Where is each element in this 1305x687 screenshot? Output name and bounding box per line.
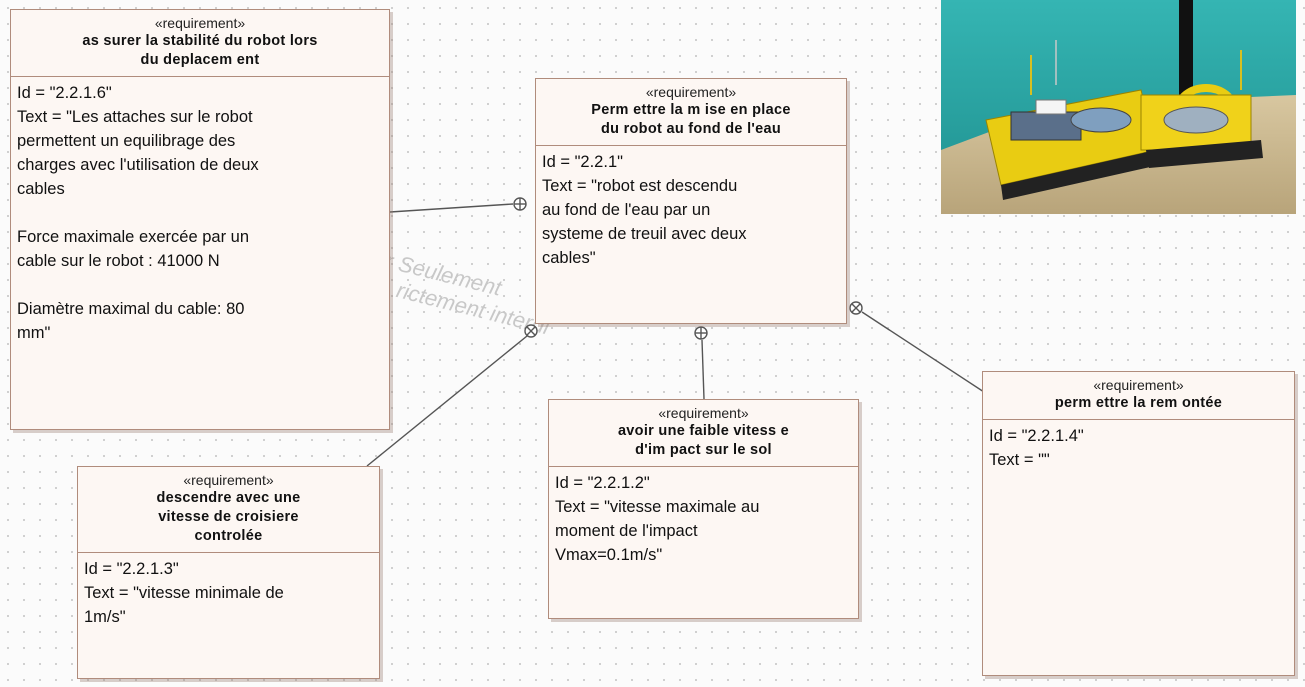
- requirement-body: Id = "2.2.1.3" Text = "vitesse minimale …: [78, 553, 379, 633]
- requirement-name: controlée: [194, 528, 263, 544]
- requirement-name: as surer la stabilité du robot lors: [82, 33, 318, 49]
- requirement-id: Id = "2.2.1.3": [84, 560, 179, 578]
- requirement-header: «requirement» avoir une faible vitess e …: [549, 400, 858, 467]
- requirement-text: permettent un equilibrage des: [17, 132, 236, 150]
- link-faible-vitesse: [701, 339, 705, 400]
- requirement-id: Id = "2.2.1.4": [989, 427, 1084, 445]
- requirement-name: du robot au fond de l'eau: [600, 121, 782, 137]
- requirement-name: descendre avec une: [156, 490, 301, 506]
- requirement-text: cables": [542, 249, 596, 267]
- requirement-header: «requirement» perm ettre la rem ontée: [983, 372, 1294, 420]
- requirement-text: Text = "vitesse maximale au: [555, 498, 760, 516]
- requirement-header: «requirement» Perm ettre la m ise en pla…: [536, 79, 846, 146]
- requirement-text: Vmax=0.1m/s": [555, 546, 663, 564]
- requirement-text: cables: [17, 180, 65, 198]
- requirement-body: Id = "2.2.1.4" Text = "": [983, 420, 1294, 476]
- requirement-header: «requirement» descendre avec une vitesse…: [78, 467, 379, 553]
- stereotype-label: «requirement»: [658, 405, 749, 421]
- requirement-text: systeme de treuil avec deux: [542, 225, 747, 243]
- requirement-name: du deplacem ent: [140, 52, 260, 68]
- requirement-text: 1m/s": [84, 608, 126, 626]
- requirement-body: Id = "2.2.1.6" Text = "Les attaches sur …: [11, 77, 389, 349]
- requirement-id: Id = "2.2.1.2": [555, 474, 650, 492]
- requirement-body: Id = "2.2.1.2" Text = "vitesse maximale …: [549, 467, 858, 571]
- requirement-box-faible-vitesse[interactable]: «requirement» avoir une faible vitess e …: [548, 399, 859, 619]
- requirement-body: Id = "2.2.1" Text = "robot est descendu …: [536, 146, 846, 274]
- requirement-text: Force maximale exercée par un: [17, 228, 250, 246]
- requirement-text: Text = "": [989, 451, 1050, 469]
- requirement-text: Text = "Les attaches sur le robot: [17, 108, 253, 126]
- requirement-box-mise-en-place[interactable]: «requirement» Perm ettre la m ise en pla…: [535, 78, 847, 324]
- requirement-name: Perm ettre la m ise en place: [591, 102, 791, 118]
- containment-marker-icon: [524, 324, 538, 338]
- link-stabilite: [389, 203, 514, 213]
- containment-marker-icon: [694, 326, 708, 340]
- stereotype-label: «requirement»: [1093, 377, 1184, 393]
- requirement-box-descendre[interactable]: «requirement» descendre avec une vitesse…: [77, 466, 380, 679]
- requirement-name: vitesse de croisiere: [158, 509, 299, 525]
- requirement-id: Id = "2.2.1.6": [17, 84, 112, 102]
- requirement-text: au fond de l'eau par un: [542, 201, 711, 219]
- requirement-text: charges avec l'utilisation de deux: [17, 156, 259, 174]
- stereotype-label: «requirement»: [154, 15, 246, 31]
- containment-marker-icon: [513, 197, 527, 211]
- requirement-name: avoir une faible vitess e: [617, 423, 790, 439]
- requirement-text: Text = "robot est descendu: [542, 177, 738, 195]
- requirement-name: d'im pact sur le sol: [635, 442, 772, 458]
- link-remontee: [861, 311, 985, 393]
- requirement-text: cable sur le robot : 41000 N: [17, 252, 220, 270]
- requirement-text: Text = "vitesse minimale de: [84, 584, 284, 602]
- requirement-box-remontee[interactable]: «requirement» perm ettre la rem ontée Id…: [982, 371, 1295, 676]
- requirement-name: perm ettre la rem ontée: [1054, 395, 1223, 411]
- requirement-header: «requirement» as surer la stabilité du r…: [11, 10, 389, 77]
- requirement-id: Id = "2.2.1": [542, 153, 623, 171]
- robot-icon: [941, 0, 1296, 214]
- stereotype-label: «requirement»: [183, 472, 274, 488]
- requirement-text: mm": [17, 324, 51, 342]
- robot-illustration: [941, 0, 1296, 214]
- containment-marker-icon: [849, 301, 863, 315]
- stereotype-label: «requirement»: [645, 84, 737, 100]
- requirement-text: Diamètre maximal du cable: 80: [17, 300, 245, 318]
- requirement-text: moment de l'impact: [555, 522, 698, 540]
- requirement-box-stabilite[interactable]: «requirement» as surer la stabilité du r…: [10, 9, 390, 430]
- link-descendre: [366, 335, 528, 467]
